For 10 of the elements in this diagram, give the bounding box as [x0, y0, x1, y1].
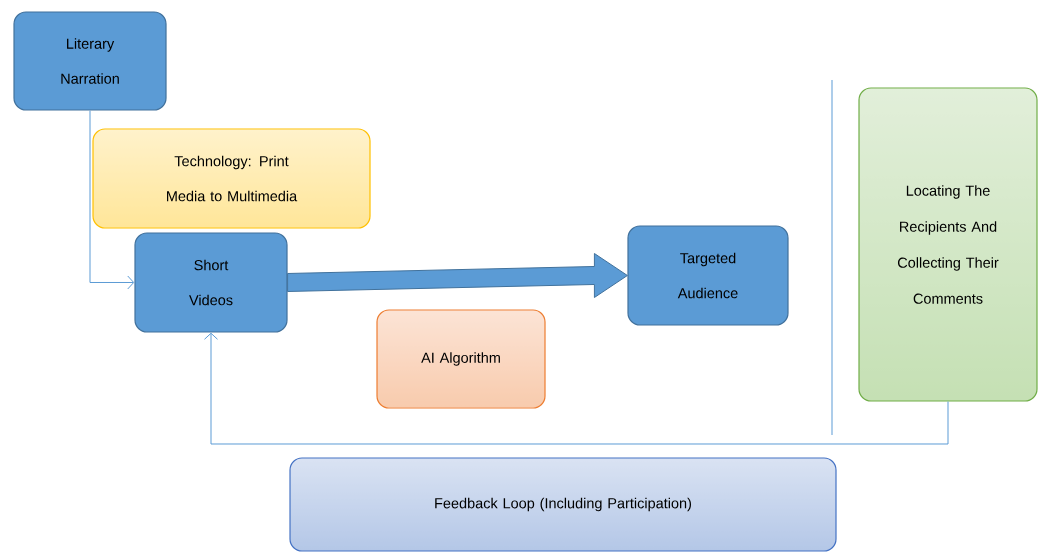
process-box: Literary Narration	[13, 11, 167, 111]
feedback-box: Feedback Loop (Including Participation)	[289, 457, 837, 552]
process-box: Short Videos	[134, 232, 288, 333]
block-arrow	[287, 253, 628, 298]
process-box: Targeted Audience	[627, 225, 789, 326]
arrow	[204, 332, 949, 445]
arrow	[89, 110, 135, 290]
process-box: Locating The Recipients And Collecting Their Comments	[858, 87, 1038, 402]
technology-box: Technology: Print Media to Multimedia	[92, 128, 371, 229]
algorithm-box: AI Algorithm	[376, 309, 546, 409]
